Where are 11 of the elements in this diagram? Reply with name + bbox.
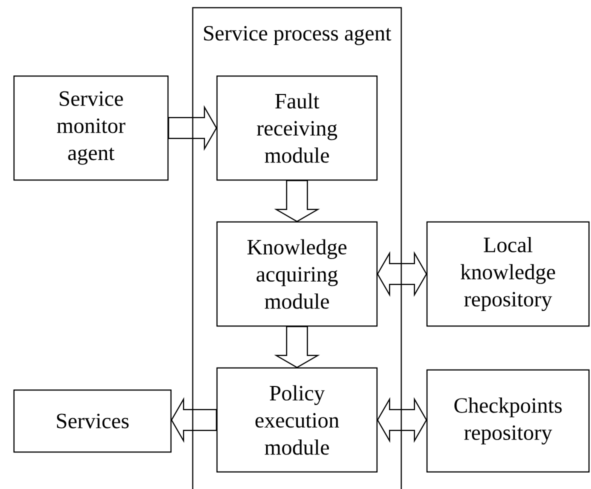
- module-box: Policy execution module: [216, 367, 378, 473]
- block-arrow: [170, 397, 217, 443]
- block-arrow: [274, 326, 320, 368]
- process-box: Services: [13, 389, 172, 453]
- process-box: Checkpoints repository: [426, 369, 590, 473]
- block-arrow: [274, 180, 320, 222]
- module-box: Knowledge acquiring module: [216, 221, 378, 327]
- module-box: Fault receiving module: [216, 75, 378, 181]
- process-box: Service monitor agent: [13, 75, 169, 181]
- process-box: Local knowledge repository: [426, 221, 590, 327]
- block-arrow: [168, 105, 218, 151]
